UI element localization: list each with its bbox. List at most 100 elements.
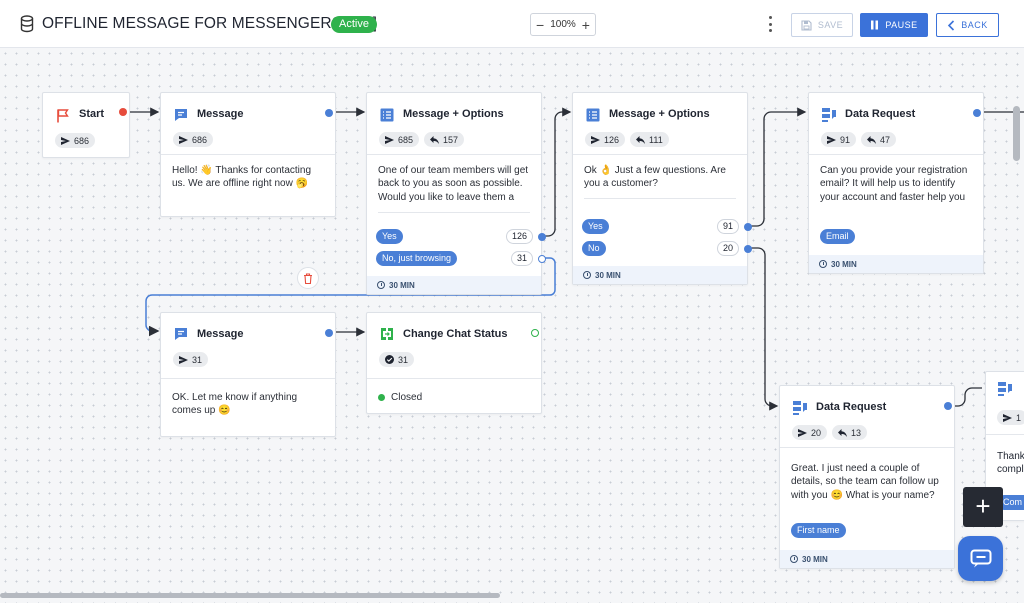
check-circle-icon — [385, 355, 394, 364]
node-title: Data Request — [816, 401, 887, 413]
node-title: Start — [79, 108, 105, 120]
sent-count: 20 — [792, 425, 828, 440]
output-port[interactable] — [531, 329, 539, 337]
completed-count: 31 — [379, 352, 415, 367]
node-title: Message + Options — [403, 108, 504, 120]
clock-icon — [790, 555, 798, 563]
option-row: Yes 91 — [582, 219, 752, 235]
output-port[interactable] — [325, 329, 333, 337]
pause-button[interactable]: PAUSE — [860, 13, 928, 37]
reply-icon — [838, 428, 848, 437]
option-row: No 20 — [582, 241, 752, 257]
timeout-footer: 30 MIN — [780, 550, 954, 568]
send-icon — [1003, 413, 1012, 422]
chevron-left-icon — [948, 19, 955, 31]
field-pill[interactable]: Email — [820, 229, 855, 244]
divider — [378, 212, 530, 213]
reply-icon — [430, 135, 440, 144]
data-request-node[interactable]: Data Request 20 13 Great. I just need a … — [779, 385, 955, 569]
chat-status-icon — [381, 328, 393, 340]
zoom-level: 100% — [550, 19, 576, 30]
clock-icon — [583, 271, 591, 279]
option-output-port[interactable] — [538, 233, 546, 241]
zoom-out-button[interactable]: − — [536, 16, 545, 33]
status-row: Closed — [367, 379, 541, 414]
option-count: 31 — [510, 251, 533, 266]
option-pill[interactable]: No — [582, 241, 606, 256]
field-pill[interactable]: Com — [997, 495, 1024, 510]
data-request-icon — [998, 382, 1012, 396]
node-title: Message + Options — [609, 108, 710, 120]
data-request-node[interactable]: Data Request 91 47 Can you provide your … — [808, 92, 984, 274]
send-icon — [827, 135, 836, 144]
option-pill[interactable]: No, just browsing — [376, 251, 458, 266]
change-chat-status-node[interactable]: Change Chat Status 31 Closed — [366, 312, 542, 414]
data-request-icon — [793, 401, 807, 415]
sent-count: 126 — [585, 132, 626, 147]
option-count: 91 — [716, 219, 739, 234]
sent-count: 686 — [173, 132, 214, 147]
status-badge: Active — [331, 16, 377, 33]
option-pill[interactable]: Yes — [582, 219, 609, 234]
save-icon — [801, 19, 812, 31]
sent-count: 685 — [379, 132, 420, 147]
trash-icon — [304, 272, 312, 284]
clock-icon — [819, 260, 827, 268]
option-count: 20 — [716, 241, 739, 256]
timeout-footer: 30 MIN — [573, 266, 747, 284]
message-text: Can you provide your registration email?… — [820, 165, 968, 205]
reply-count: 47 — [861, 132, 897, 147]
delete-button[interactable] — [297, 267, 319, 289]
option-row: No, just browsing 31 — [376, 251, 546, 267]
status-value: Closed — [391, 392, 423, 403]
send-icon — [179, 355, 188, 364]
send-icon — [179, 135, 188, 144]
message-icon — [175, 109, 187, 121]
pause-label: PAUSE — [885, 20, 918, 30]
clock-icon — [377, 281, 385, 289]
message-node[interactable]: Message 686 Hello! 👋 Thanks for contacti… — [160, 92, 336, 217]
data-request-icon — [822, 108, 836, 122]
options-icon — [586, 108, 600, 122]
more-options-icon[interactable] — [766, 16, 774, 32]
send-icon — [61, 136, 70, 145]
node-title: Change Chat Status — [403, 328, 508, 340]
sent-count: 686 — [55, 133, 96, 148]
option-row: Yes 126 — [376, 229, 546, 245]
database-icon — [20, 15, 34, 33]
save-label: SAVE — [817, 20, 844, 30]
message-text: Ok 👌 Just a few questions. Are you a cus… — [584, 165, 726, 190]
option-count: 126 — [505, 229, 533, 244]
vertical-scrollbar[interactable] — [1013, 106, 1020, 161]
send-icon — [798, 428, 807, 437]
timeout-footer: 30 MIN — [809, 255, 983, 273]
option-output-port[interactable] — [538, 255, 546, 263]
options-icon — [380, 108, 394, 122]
option-output-port[interactable] — [744, 245, 752, 253]
back-button[interactable]: BACK — [936, 13, 999, 37]
flow-canvas[interactable]: Start 686 Message 686 Hello! 👋 — [0, 48, 1024, 603]
reply-icon — [867, 135, 877, 144]
divider — [986, 434, 1024, 435]
message-text: One of our team members will get back to… — [378, 165, 529, 205]
output-port[interactable] — [325, 109, 333, 117]
option-pill[interactable]: Yes — [376, 229, 403, 244]
option-output-port[interactable] — [744, 223, 752, 231]
save-button[interactable]: SAVE — [791, 13, 853, 37]
output-port[interactable] — [944, 402, 952, 410]
page-title: OFFLINE MESSAGE FOR MESSENGERS [EN] — [42, 15, 378, 32]
horizontal-scrollbar[interactable] — [0, 593, 500, 598]
sent-count: 31 — [173, 352, 209, 367]
timeout-footer: 30 MIN — [367, 276, 541, 294]
reply-count: 13 — [832, 425, 868, 440]
add-node-button[interactable]: + — [963, 487, 1003, 527]
start-node[interactable]: Start 686 — [42, 92, 130, 158]
output-port[interactable] — [119, 108, 127, 116]
message-node[interactable]: Message 31 OK. Let me know if anything c… — [160, 312, 336, 437]
node-title: Message — [197, 328, 244, 340]
zoom-in-button[interactable]: + — [581, 16, 590, 33]
field-pill[interactable]: First name — [791, 523, 846, 538]
chat-widget-button[interactable] — [958, 536, 1003, 581]
pause-icon — [871, 20, 879, 30]
output-port[interactable] — [973, 109, 981, 117]
